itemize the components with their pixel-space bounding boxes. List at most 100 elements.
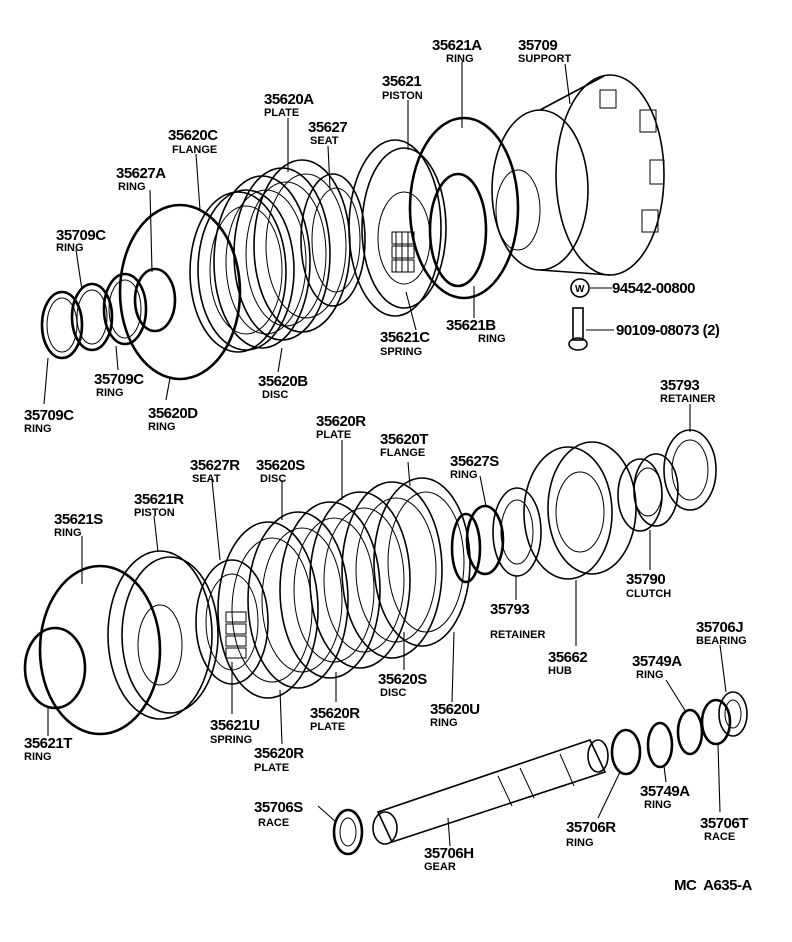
part-name: FLANGE [380,447,425,459]
part-number: 35709C [94,371,144,388]
callout-35790: 35790 CLUTCH [626,571,671,600]
part-number: 35620S [256,457,305,474]
part-name: RING [566,837,594,849]
callout-35709C-top: 35709C RING [56,227,107,254]
piston-35621 [348,139,447,317]
piston-35621r [107,550,219,720]
part-name: PLATE [264,107,299,119]
part-name: RING [430,717,458,729]
part-name: PLATE [310,721,345,733]
callout-35620B: 35620B DISC [258,373,309,401]
callout-35621: 35621 PISTON [382,73,423,102]
springs-35621c [391,231,415,273]
snap-ring-35627a [133,267,177,333]
clutch-pack-lower [217,481,443,699]
part-name: RING [644,799,672,811]
retainer-35793-lower [492,487,542,577]
gear-shaft-35706h [372,739,609,845]
one-way-clutch-35790 [617,453,679,532]
callout-35620T: 35620T FLANGE [380,431,429,459]
snap-ring-35709c-outer [40,290,84,360]
part-name: DISC [260,473,286,485]
callout-35627A: 35627A RING [116,165,167,193]
part-number: 35706R [566,819,616,836]
retainer-35793-upper [663,429,717,511]
part-number: 35627S [450,453,499,470]
part-name: RING [450,469,478,481]
bearing-35706j [718,691,748,737]
part-number: 35627R [190,457,240,474]
part-number: 35620D [148,405,198,422]
part-name: RING [56,242,84,254]
flange-35620c [189,189,295,353]
ring-35706r [610,728,642,776]
callout-35621S: 35621S RING [54,511,104,539]
part-name: PLATE [254,762,289,774]
part-number: 35709C [24,407,74,424]
washer-part-number: 94542-00800 [612,280,695,297]
ring-35621t [23,626,87,710]
part-name: RETAINER [660,393,715,405]
part-number: 35620S [378,671,427,688]
part-number: 35749A [640,783,690,800]
support-35709 [491,74,665,276]
part-name: RING [24,423,52,435]
snap-ring-35709c-middle [70,282,114,352]
ring-35620u [450,512,482,584]
snap-ring-35709c-inner [102,272,148,346]
callout-35621C: 35621C SPRING [380,329,431,358]
callout-35749A-top: 35749A RING [632,653,683,681]
callout-35749A-low: 35749A RING [640,783,691,811]
race-35706s [332,808,364,856]
callout-35620S-low: 35620S DISC [378,671,428,699]
seat-35627 [300,173,366,307]
callout-35709: 35709 SUPPORT [518,37,571,65]
callout-35627R: 35627R SEAT [190,457,241,485]
part-name: RACE [258,817,289,829]
part-number: 35621T [24,735,72,752]
ring-35627s [465,504,505,576]
part-number: 35790 [626,571,665,588]
part-name: RING [96,387,124,399]
part-name: DISC [262,389,288,401]
part-name: CLUTCH [626,588,671,600]
part-number: 35620C [168,127,218,144]
part-name: RING [446,53,474,65]
part-number: 35627A [116,165,166,182]
part-number: 35620U [430,701,480,718]
part-name: BEARING [696,635,747,647]
race-35706t [700,698,732,746]
leader-lines [43,62,727,847]
part-name: GEAR [424,861,456,873]
part-name: DISC [380,687,406,699]
part-number: 35621U [210,717,260,734]
clutch-pack-upper [213,159,351,349]
part-name: HUB [548,665,572,677]
part-number: 35621A [432,37,482,54]
callout-35621B: 35621B RING [446,317,506,345]
part-name: RETAINER [490,629,545,641]
callout-35706H: 35706H GEAR [424,845,474,873]
callout-35620C: 35620C FLANGE [168,127,219,156]
part-name: PISTON [382,90,423,102]
part-name: RING [148,421,176,433]
part-number: 35709 [518,37,557,54]
ring-35749a-lower [646,721,674,769]
part-name: RING [118,181,146,193]
callout-35621A: 35621A RING [432,37,483,65]
callout-35662: 35662 HUB [548,649,588,677]
part-number: 35620A [264,91,314,108]
part-name: RING [478,333,506,345]
hub-35662 [523,441,637,580]
callout-35621R: 35621R PISTON [134,491,185,519]
part-name: SUPPORT [518,53,571,65]
part-name: PLATE [316,429,351,441]
flange-35620t [373,477,471,647]
ring-35621s [38,564,162,736]
callout-35620R-mid: 35620R PLATE [310,705,361,733]
callout-35706J: 35706J BEARING [696,619,747,647]
part-number: 35709C [56,227,106,244]
ring-35621b [428,172,488,288]
part-number: 35706H [424,845,474,862]
callout-35709C-low: 35709C RING [24,407,75,435]
